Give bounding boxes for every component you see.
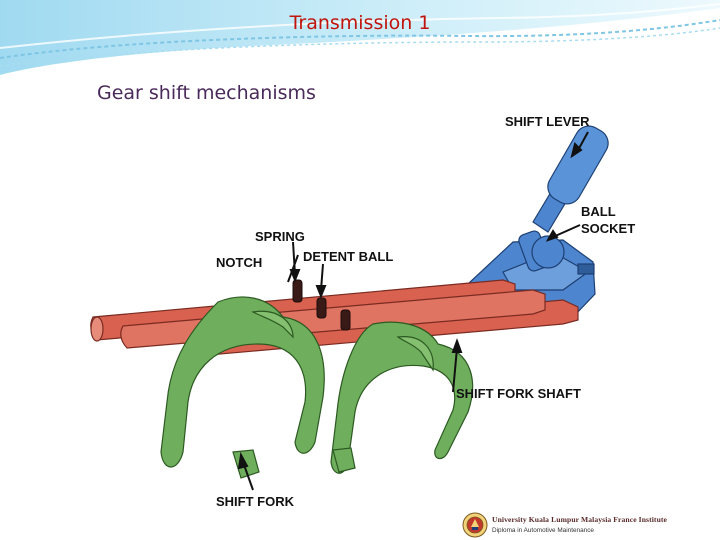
university-logo-icon <box>462 512 488 538</box>
label-shift-lever: SHIFT LEVER <box>505 114 590 129</box>
slide-subtitle: Gear shift mechanisms <box>97 82 316 104</box>
slide-title: Transmission 1 <box>289 12 431 34</box>
label-shift-fork: SHIFT FORK <box>216 494 295 509</box>
label-ball-socket-line2: SOCKET <box>581 221 635 236</box>
gear-shift-diagram: SHIFT LEVER BALL SOCKET SPRING NOTCH DET… <box>83 112 648 510</box>
detent-springs <box>292 279 351 331</box>
label-detent-ball: DETENT BALL <box>303 249 393 264</box>
footer-institution: University Kuala Lumpur Malaysia France … <box>492 515 667 524</box>
label-ball-socket-line1: BALL <box>581 204 616 219</box>
shift-forks <box>160 296 474 479</box>
label-shift-fork-shaft: SHIFT FORK SHAFT <box>456 386 581 401</box>
footer: University Kuala Lumpur Malaysia France … <box>462 512 720 540</box>
shift-fork-shafts <box>90 279 579 357</box>
header-decoration <box>0 0 720 75</box>
label-notch: NOTCH <box>216 255 262 270</box>
label-spring: SPRING <box>255 229 305 244</box>
footer-program: Diploma in Automotive Maintenance <box>492 527 594 534</box>
leader-lines <box>237 131 589 491</box>
